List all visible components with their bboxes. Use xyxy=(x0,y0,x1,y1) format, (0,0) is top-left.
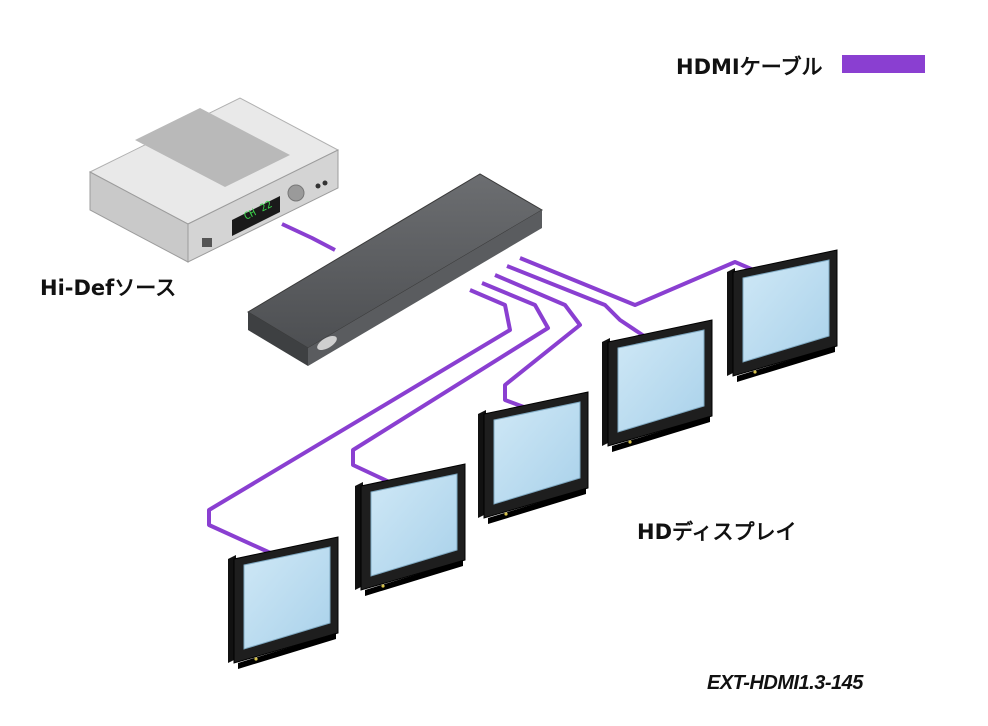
model-label: EXT-HDMI1.3-145 xyxy=(707,672,863,694)
display-screen xyxy=(243,546,331,650)
display-screen xyxy=(617,329,705,433)
hd-display-5 xyxy=(727,249,838,382)
hdmi-cable-source xyxy=(281,222,336,252)
hdmi-cable-display-2 xyxy=(351,281,550,489)
hd-display-2 xyxy=(355,463,466,596)
hdmi-cable-display-4 xyxy=(506,264,652,342)
hd-displays xyxy=(228,249,838,669)
power-led-icon xyxy=(381,584,385,588)
hd-display-4 xyxy=(602,319,713,452)
power-led-icon xyxy=(254,657,258,661)
splitter-logo-icon xyxy=(317,336,337,350)
hdmi-cable-display-3 xyxy=(494,273,582,412)
display-screen xyxy=(493,401,581,505)
hi-def-source-device: CH 22 xyxy=(88,97,340,263)
display-screen xyxy=(370,473,458,577)
source-label: Hi-Defソース xyxy=(40,276,177,300)
legend-cable-label: HDMIケーブル xyxy=(676,55,823,79)
display-label: HDディスプレイ xyxy=(637,520,797,544)
hdmi-cables xyxy=(207,222,771,557)
hdmi-splitter-device xyxy=(247,173,543,366)
legend-cable-swatch xyxy=(842,55,925,73)
source-dial-icon xyxy=(287,184,305,202)
hd-display-1 xyxy=(228,536,339,669)
power-led-icon xyxy=(753,370,757,374)
hdmi-cable-display-1 xyxy=(207,288,512,557)
hd-display-3 xyxy=(478,391,589,524)
power-led-icon xyxy=(504,512,508,516)
power-led-icon xyxy=(628,440,632,444)
display-screen xyxy=(742,259,830,363)
